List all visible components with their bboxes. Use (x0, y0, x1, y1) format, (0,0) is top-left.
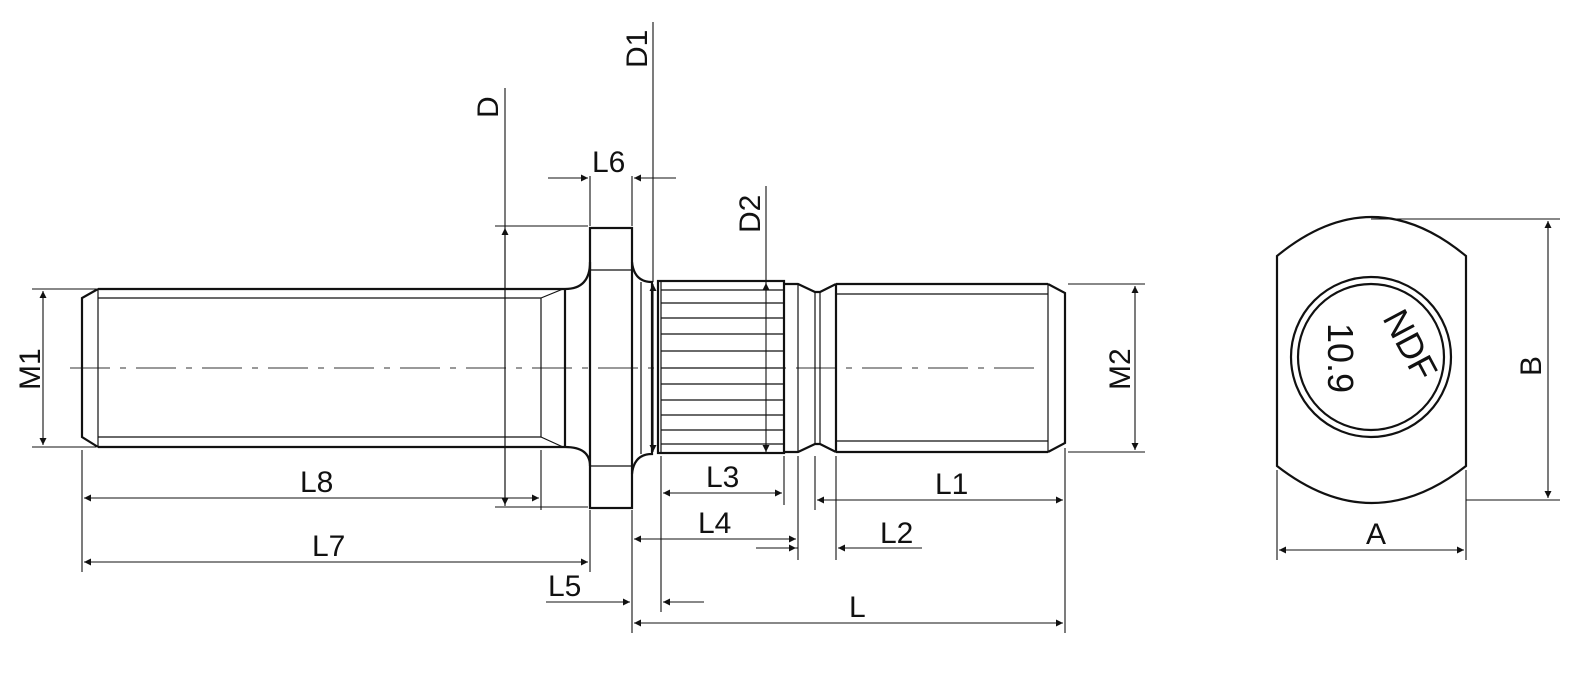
head-inner-circle (1296, 282, 1446, 432)
label-l3: L3 (706, 461, 739, 494)
head-mark-grade: 10.9 (1320, 323, 1361, 393)
label-m2: M2 (1104, 348, 1137, 390)
extension-lines (32, 22, 1145, 633)
label-d1: D1 (621, 30, 654, 68)
label-l7: L7 (312, 530, 345, 563)
left-thread-shank (80, 261, 592, 467)
dimension-lines (39, 174, 1139, 627)
label-l4: L4 (698, 507, 731, 540)
dimension-labels: D D1 D2 M1 M2 L6 L8 L7 L5 L3 L4 L2 L1 L (14, 30, 1137, 624)
label-d2: D2 (734, 195, 767, 233)
label-b: B (1515, 356, 1548, 376)
label-a: A (1366, 518, 1386, 551)
label-l1: L1 (935, 468, 968, 501)
head-outer-circle (1289, 275, 1453, 439)
label-m1: M1 (14, 348, 47, 390)
label-l8: L8 (300, 466, 333, 499)
side-view: D D1 D2 M1 M2 L6 L8 L7 L5 L3 L4 L2 L1 L (14, 22, 1145, 633)
label-l2: L2 (880, 517, 913, 550)
right-thread-shank (834, 282, 1067, 454)
head-outline (1275, 215, 1468, 504)
neck-groove (784, 282, 837, 454)
knurled-section (656, 279, 786, 455)
label-l5: L5 (548, 570, 581, 603)
label-l: L (849, 591, 866, 624)
end-view: NDF 10.9 B A (1275, 215, 1560, 560)
label-d: D (472, 96, 505, 118)
head-mark-brand: NDF (1375, 303, 1446, 388)
label-l6: L6 (592, 146, 625, 179)
